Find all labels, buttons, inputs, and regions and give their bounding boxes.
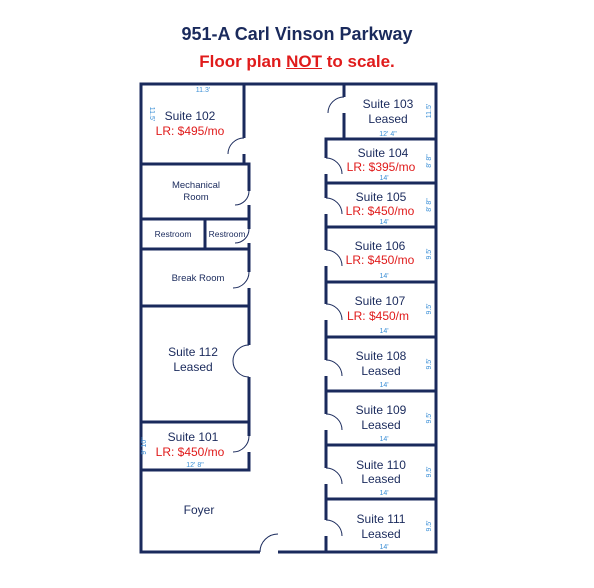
suite-105-width: 14' bbox=[379, 219, 388, 226]
suite-103-height: 11.5' bbox=[426, 104, 433, 118]
restroom-b-label: Restroom bbox=[209, 229, 246, 239]
suite-105-rent: LR: $450/mo bbox=[346, 204, 415, 218]
subtitle-start: Floor plan bbox=[199, 52, 287, 71]
suite-102-name: Suite 102 bbox=[165, 109, 216, 123]
door-arc-112a bbox=[232, 344, 250, 362]
break-room-label: Break Room bbox=[172, 273, 225, 284]
suite-110-height: 9.5' bbox=[426, 466, 433, 477]
subtitle-end: to scale. bbox=[322, 52, 395, 71]
suite-106-width: 14' bbox=[379, 273, 388, 280]
door-arc-111 bbox=[325, 519, 343, 537]
subtitle-emphasis: NOT bbox=[286, 52, 322, 71]
suite-111-height: 9.5' bbox=[426, 520, 433, 531]
door-arc-106 bbox=[325, 249, 343, 267]
suite-106-name: Suite 106 bbox=[355, 239, 406, 253]
suite-105-height: 8' 8" bbox=[426, 198, 433, 212]
suite-109-height: 9.5' bbox=[426, 412, 433, 423]
mechanical-room-line2: Room bbox=[183, 192, 208, 203]
suite-109-name: Suite 109 bbox=[356, 403, 407, 417]
suite-104-rent: LR: $395/mo bbox=[347, 160, 416, 174]
suite-109-width: 14' bbox=[379, 436, 388, 443]
suite-101-height: 9' 10" bbox=[141, 437, 148, 455]
mechanical-room-line1: Mechanical bbox=[172, 180, 220, 191]
suite-106-rent: LR: $450/mo bbox=[346, 253, 415, 267]
door-arc-107 bbox=[325, 303, 343, 321]
door-arc-101 bbox=[232, 435, 250, 453]
foyer-label: Foyer bbox=[184, 503, 215, 517]
page-title: 951-A Carl Vinson Parkway bbox=[181, 24, 413, 44]
suite-107-name: Suite 107 bbox=[355, 294, 406, 308]
suite-102-width: 11.3' bbox=[196, 87, 210, 94]
suite-112-name: Suite 112 bbox=[168, 345, 218, 359]
door-arc-110 bbox=[325, 467, 343, 485]
suite-103-name: Suite 103 bbox=[363, 97, 414, 111]
suite-111-status: Leased bbox=[361, 527, 400, 541]
suite-101-rent: LR: $450/mo bbox=[156, 445, 225, 459]
door-arc-mech bbox=[234, 190, 250, 206]
suite-104-height: 8' 8" bbox=[426, 154, 433, 168]
door-arc-104 bbox=[325, 157, 343, 175]
suite-112-status: Leased bbox=[173, 360, 212, 374]
suite-103-status: Leased bbox=[368, 112, 407, 126]
suite-107-width: 14' bbox=[379, 328, 388, 335]
suite-107-height: 9.5' bbox=[426, 303, 433, 314]
door-arc-102 bbox=[227, 137, 245, 155]
suite-101-width: 12' 8" bbox=[186, 462, 204, 469]
suite-110-name: Suite 110 bbox=[356, 458, 406, 472]
suite-101-name: Suite 101 bbox=[168, 430, 219, 444]
outer-wall bbox=[139, 82, 438, 554]
suite-105-name: Suite 105 bbox=[356, 190, 407, 204]
suite-102-height: 11.5' bbox=[148, 107, 155, 121]
suite-103-width: 12' 4" bbox=[379, 131, 397, 138]
restroom-a-label: Restroom bbox=[155, 229, 192, 239]
door-arc-break bbox=[232, 271, 250, 289]
door-arc-108 bbox=[325, 359, 343, 377]
suite-107-rent: LR: $450/m bbox=[347, 309, 409, 323]
suite-110-width: 14' bbox=[379, 490, 388, 497]
suite-108-height: 9.5' bbox=[426, 358, 433, 369]
suite-104-width: 14' bbox=[379, 175, 388, 182]
door-arc-restroom bbox=[234, 228, 250, 244]
suite-104-name: Suite 104 bbox=[358, 146, 409, 160]
door-arc-109 bbox=[325, 413, 343, 431]
door-arc-entry bbox=[259, 533, 279, 553]
suite-111-name: Suite 111 bbox=[357, 512, 406, 526]
suite-102-rent: LR: $495/mo bbox=[156, 124, 225, 138]
suite-108-status: Leased bbox=[361, 364, 400, 378]
page-subtitle: Floor plan NOT to scale. bbox=[0, 52, 594, 72]
doors bbox=[227, 96, 347, 555]
suite-108-name: Suite 108 bbox=[356, 349, 407, 363]
suite-106-height: 9.5' bbox=[426, 248, 433, 259]
suite-109-status: Leased bbox=[361, 418, 400, 432]
door-arc-112b bbox=[232, 360, 250, 378]
door-arc-103 bbox=[327, 96, 345, 114]
suite-110-status: Leased bbox=[361, 472, 400, 486]
suite-111-width: 14' bbox=[379, 544, 388, 551]
suite-108-width: 14' bbox=[379, 382, 388, 389]
door-arc-105 bbox=[325, 197, 343, 215]
